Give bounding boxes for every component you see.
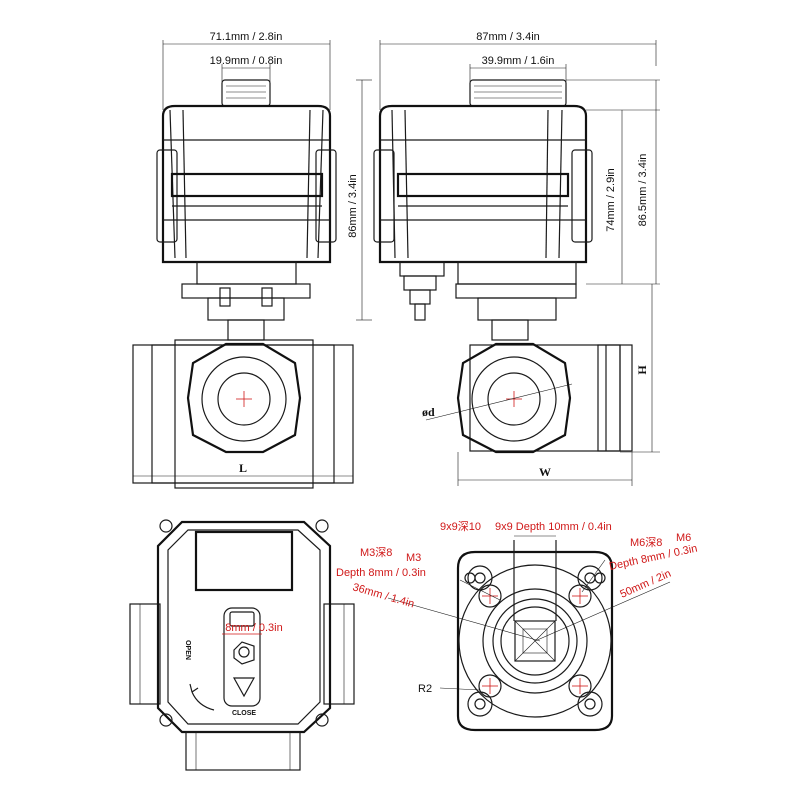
front-width-dimension: 71.1mm / 2.8in (210, 31, 283, 43)
side-total-height-dimension: 86.5mm / 3.4in (637, 154, 649, 227)
length-label: L (239, 461, 247, 475)
width-label: W (539, 465, 551, 479)
square-depth-en: 9x9 Depth 10mm / 0.4in (495, 521, 612, 533)
knob-size-dimension: 8mm / 0.3in (225, 622, 282, 634)
m3-depth-en: M3 (406, 552, 421, 564)
front-view: 71.1mm / 2.8in 19.9mm / 0.8in 86mm / 3.4… (132, 31, 372, 489)
side-width-dimension: 87mm / 3.4in (476, 31, 540, 43)
radius-label: R2 (418, 683, 432, 695)
front-knob-dimension: 19.9mm / 0.8in (210, 55, 283, 67)
m6-depth-cn: M6深8 (630, 536, 662, 549)
open-label: OPEN (184, 640, 191, 660)
m6-depth-en: M6 (676, 532, 691, 544)
square-depth-cn: 9x9深10 (440, 520, 481, 533)
top-view: OPEN CLOSE 8mm / 0.3in (129, 519, 355, 771)
side-body-height-dimension: 74mm / 2.9in (605, 168, 617, 232)
m3-depth-detail: Depth 8mm / 0.3in (336, 567, 426, 579)
pcd-small-dimension: 36mm / 1.4in (351, 581, 415, 610)
flange-view: 9x9深10 9x9 Depth 10mm / 0.4in M3深8 M3 De… (336, 520, 699, 732)
front-height-dimension: 86mm / 3.4in (347, 174, 359, 238)
diameter-label: ød (422, 405, 435, 419)
height-label: H (635, 365, 649, 375)
close-label: CLOSE (232, 710, 256, 717)
m3-depth-cn: M3深8 (360, 546, 392, 559)
side-view: ød 87mm / 3.4in 39.9mm / 1.6in 74mm / 2.… (373, 31, 660, 486)
side-knob-dimension: 39.9mm / 1.6in (482, 55, 555, 67)
